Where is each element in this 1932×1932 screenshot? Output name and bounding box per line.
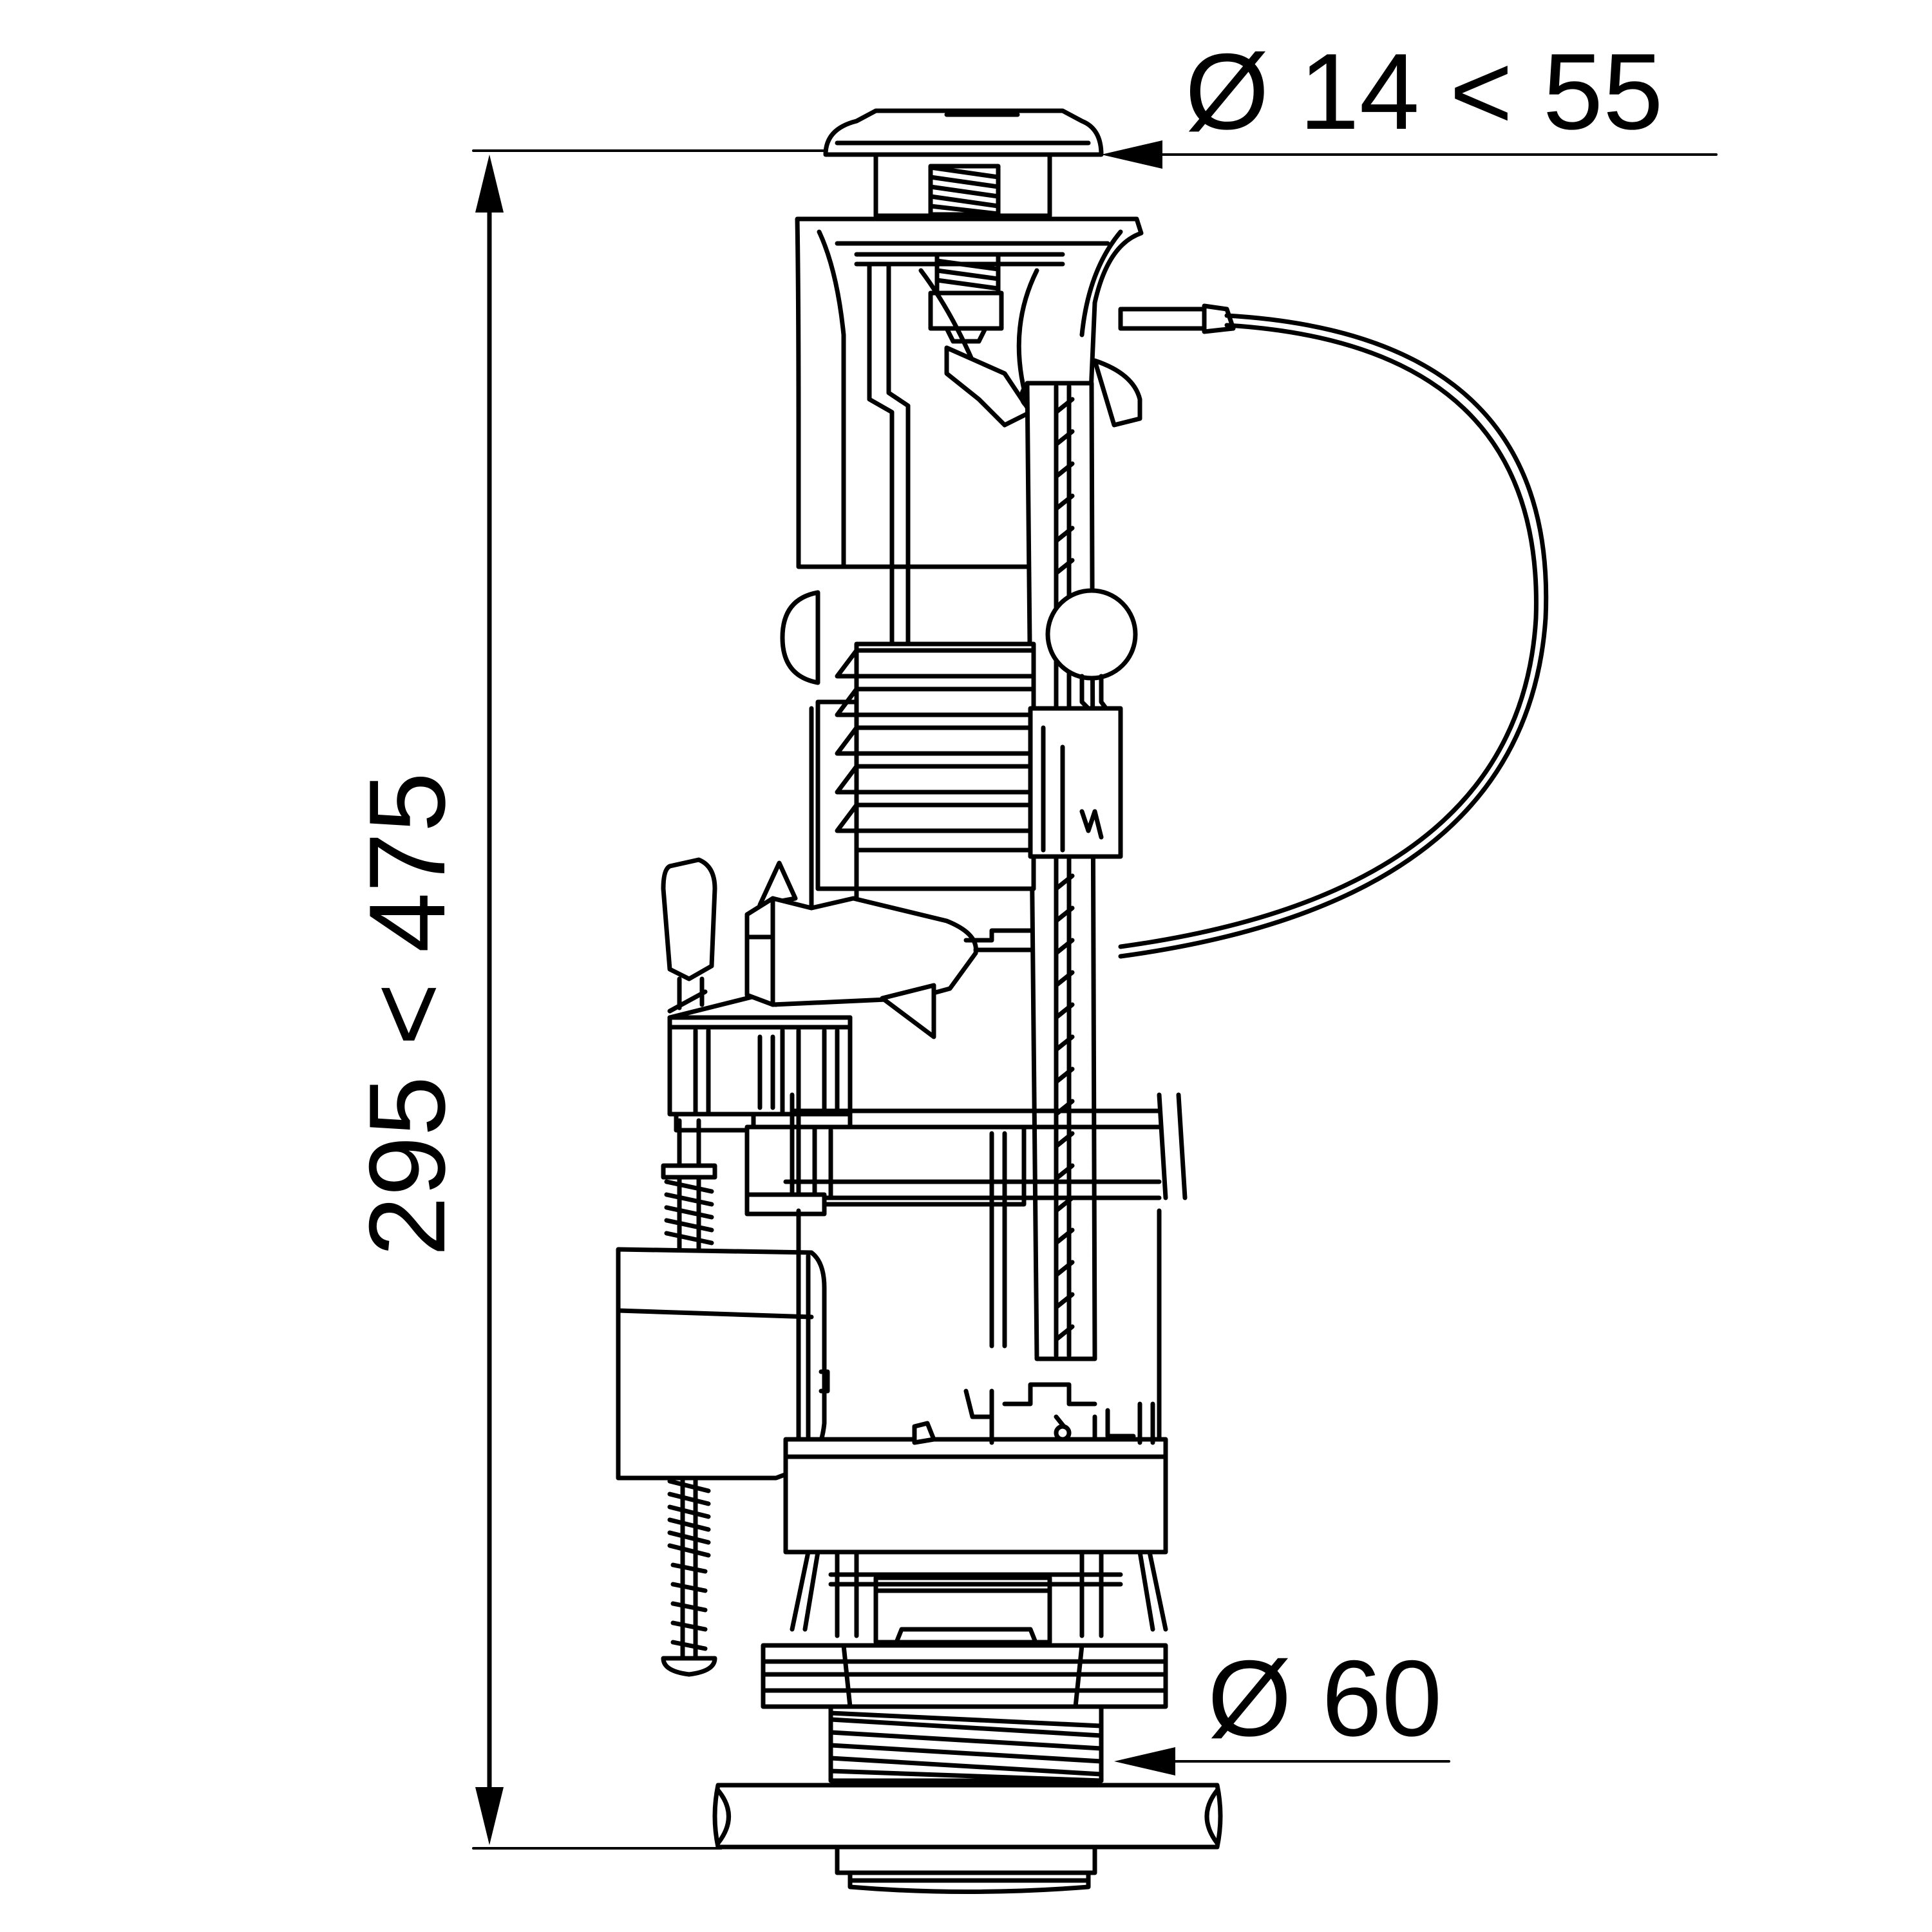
float-body (744, 896, 978, 1007)
left-knob (780, 590, 820, 685)
height-dimension: 295 < 475 (346, 149, 838, 1850)
screw-spring-upper (664, 1179, 714, 1245)
float-lever (661, 857, 1033, 1039)
top-diameter-dimension: Ø 14 < 55 (1101, 31, 1718, 169)
gasket-flange (761, 1627, 1168, 1709)
right-knob (1045, 588, 1138, 681)
float-handle (661, 857, 717, 981)
adjustment-screw (661, 1118, 717, 1255)
threaded-spud (828, 1704, 1104, 1783)
lower-frame (744, 1092, 1188, 1349)
outlet-tube (835, 1844, 1097, 1894)
connector-block (1028, 706, 1123, 859)
bottom-nut (712, 1783, 1223, 1850)
push-button-cap (823, 108, 1104, 218)
middle-bracket (667, 1015, 853, 1207)
lower-screw (661, 1475, 717, 1677)
screw-spring-lower (667, 1479, 711, 1651)
bottom-diameter-arrow (1114, 1747, 1175, 1776)
button-spring (928, 164, 1001, 217)
height-arrow-top (475, 155, 504, 213)
inner-spring (928, 252, 1004, 344)
bottom-diameter-label: Ø 60 (1208, 1638, 1442, 1759)
main-body (783, 1208, 1168, 1555)
top-diameter-arrow (1101, 140, 1162, 169)
height-arrow-bottom (475, 1787, 504, 1845)
height-label: 295 < 475 (346, 772, 468, 1256)
bowden-cable (1092, 303, 1549, 959)
rack-rod (1025, 381, 1097, 1361)
top-diameter-label: Ø 14 < 55 (1185, 31, 1663, 152)
button-stem (873, 152, 1052, 218)
bottom-diameter-dimension: Ø 60 (1114, 1638, 1450, 1776)
